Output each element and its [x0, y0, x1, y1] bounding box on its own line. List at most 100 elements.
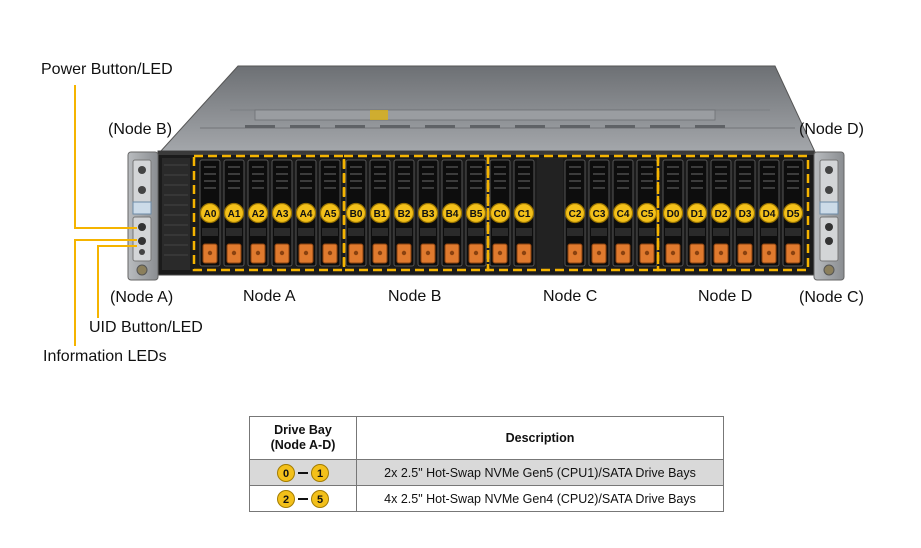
- drive-bay-a5[interactable]: A5: [319, 159, 341, 267]
- drive-bay-d2[interactable]: D2: [710, 159, 732, 267]
- bay-badge-icon: [465, 202, 487, 224]
- bay-label: C0: [494, 209, 507, 220]
- bay-badge-icon: [319, 202, 341, 224]
- drive-bay-d5[interactable]: D5: [782, 159, 804, 267]
- bay-badge-icon: [758, 202, 780, 224]
- bay-label: D0: [667, 209, 680, 220]
- drive-bay-a3[interactable]: A3: [271, 159, 293, 267]
- bay-label: A1: [228, 209, 241, 220]
- bay-badge-icon: [369, 202, 391, 224]
- node-d-top-right-label: (Node D): [799, 121, 864, 138]
- drive-bay-d0[interactable]: D0: [662, 159, 684, 267]
- bay-badge-icon: [417, 202, 439, 224]
- drive-bay-d3[interactable]: D3: [734, 159, 756, 267]
- bay-label: C1: [518, 209, 531, 220]
- bay-badge-icon: [636, 202, 658, 224]
- uid-button-led-label: UID Button/LED: [89, 319, 203, 336]
- legend-description: 4x 2.5" Hot-Swap NVMe Gen4 (CPU2)/SATA D…: [356, 485, 724, 512]
- drive-bay-b4[interactable]: B4: [441, 159, 463, 267]
- node-c-label: Node C: [543, 288, 598, 305]
- bay-label: A5: [324, 209, 337, 220]
- drive-bay-c4[interactable]: C4: [612, 159, 634, 267]
- node-c-bottom-right-label: (Node C): [799, 289, 864, 306]
- bay-badge-icon: [271, 202, 293, 224]
- node-b-label: Node B: [388, 288, 442, 305]
- bay-label: B4: [446, 209, 459, 220]
- information-led-icon: [139, 249, 145, 255]
- drive-bay-c2[interactable]: C2: [564, 159, 586, 267]
- drive-bay-c3[interactable]: C3: [588, 159, 610, 267]
- bay-badge-icon: [247, 202, 269, 224]
- bay-badge-icon: [612, 202, 634, 224]
- node-a-bottom-left-label: (Node A): [110, 289, 174, 306]
- chassis-top: [158, 65, 816, 153]
- bay-badge-icon: 5: [311, 489, 329, 508]
- bay-label: B5: [470, 209, 483, 220]
- bay-badge-icon: [489, 202, 511, 224]
- drive-bay-b1[interactable]: B1: [369, 159, 391, 267]
- node-b-top-left-label: (Node B): [108, 121, 173, 138]
- bay-badge-icon: [223, 202, 245, 224]
- bay-label: A3: [276, 209, 289, 220]
- drive-bay-a4[interactable]: A4: [295, 159, 317, 267]
- info-led-callout-line: [74, 239, 137, 346]
- bay-badge-icon: [345, 202, 367, 224]
- bay-badge-icon: [588, 202, 610, 224]
- drive-bay-a1[interactable]: A1: [223, 159, 245, 267]
- center-vent-panel: [537, 158, 563, 270]
- drive-bay-b2[interactable]: B2: [393, 159, 415, 267]
- bay-label: D4: [763, 209, 776, 220]
- left-vent-panel: [162, 158, 190, 270]
- drive-bay-b3[interactable]: B3: [417, 159, 439, 267]
- bay-label: B3: [422, 209, 435, 220]
- drive-bay-c5[interactable]: C5: [636, 159, 658, 267]
- information-leds-label: Information LEDs: [43, 348, 167, 365]
- drive-bay-b5[interactable]: B5: [465, 159, 487, 267]
- top-vent-row: [245, 125, 725, 128]
- drive-bay-a0[interactable]: A0: [199, 159, 221, 267]
- bay-label: A0: [204, 209, 217, 220]
- drive-bay-c1[interactable]: C1: [513, 159, 535, 267]
- bay-badge-icon: [441, 202, 463, 224]
- node-d-outline: [656, 154, 810, 272]
- bay-label: C2: [569, 209, 582, 220]
- bay-label: C3: [593, 209, 606, 220]
- power-callout-line: [74, 85, 137, 229]
- drive-bay-b0[interactable]: B0: [345, 159, 367, 267]
- bay-label: D3: [739, 209, 752, 220]
- node-a-label: Node A: [243, 288, 296, 305]
- bay-badge-icon: [393, 202, 415, 224]
- power-button-icon[interactable]: [138, 223, 146, 231]
- bay-label: C4: [617, 209, 630, 220]
- right-rack-ear: [813, 151, 845, 281]
- bay-badge-icon: [686, 202, 708, 224]
- bay-label: A4: [300, 209, 313, 220]
- drive-bay-d4[interactable]: D4: [758, 159, 780, 267]
- bay-badge-icon: [513, 202, 535, 224]
- bay-label: C5: [641, 209, 654, 220]
- drive-bay-d1[interactable]: D1: [686, 159, 708, 267]
- bay-label: D1: [691, 209, 704, 220]
- drive-bay-c0[interactable]: C0: [489, 159, 511, 267]
- bay-badge-icon: [662, 202, 684, 224]
- drive-bay-a2[interactable]: A2: [247, 159, 269, 267]
- left-rack-ear: [127, 151, 159, 281]
- bay-badge-icon: [782, 202, 804, 224]
- bay-badge-icon: 1: [311, 463, 329, 482]
- bay-badge-icon: [564, 202, 586, 224]
- bay-badge-icon: 2: [277, 489, 295, 508]
- rack-screw-icon: [136, 264, 148, 276]
- legend-header-description: Description: [356, 416, 724, 460]
- node-d-label: Node D: [698, 288, 753, 305]
- callout-lines: [74, 85, 137, 346]
- bay-badge-icon: [734, 202, 756, 224]
- node-outlines: [192, 154, 810, 272]
- bay-label: A2: [252, 209, 265, 220]
- uid-callout-line: [97, 245, 137, 318]
- uid-button-icon[interactable]: [138, 237, 146, 245]
